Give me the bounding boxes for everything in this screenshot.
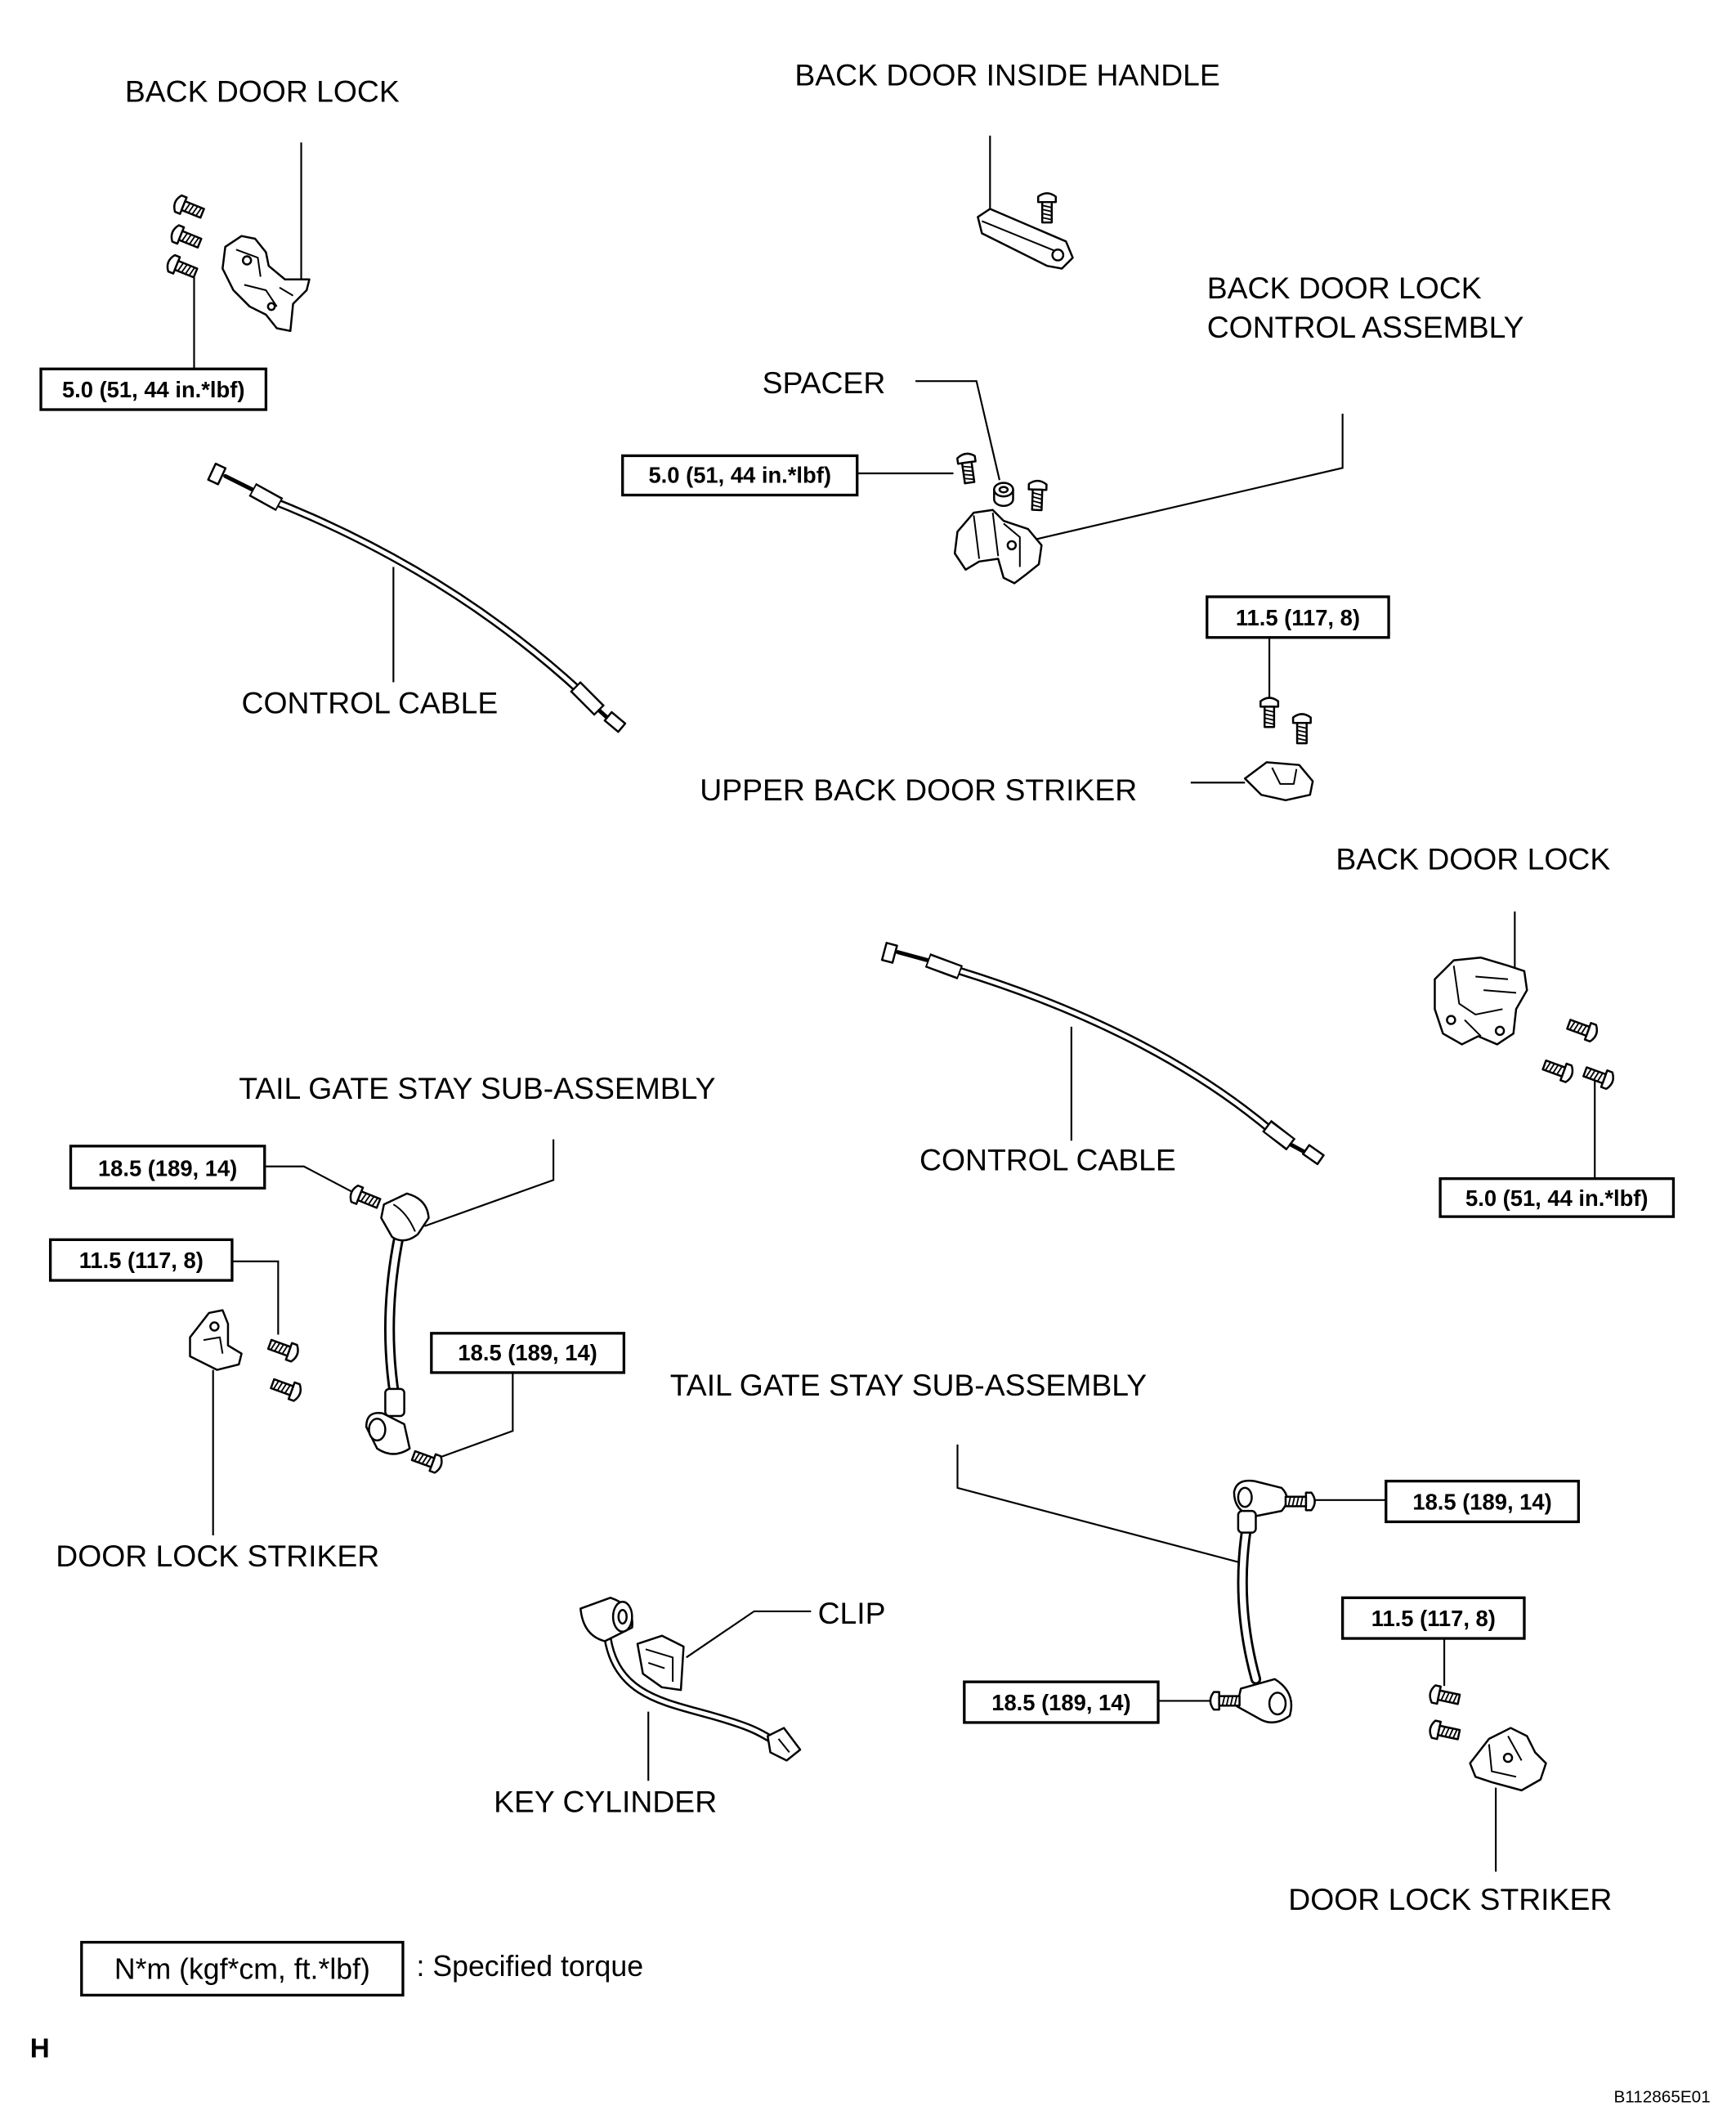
bolt: [1564, 1015, 1600, 1044]
torque-value: 18.5 (189, 14): [98, 1155, 237, 1181]
bolt: [1291, 713, 1312, 745]
bolt: [1581, 1062, 1617, 1091]
leader-line: [956, 1444, 1246, 1565]
torque-box-door-lock-striker-right: 11.5 (117, 8): [1340, 1596, 1526, 1640]
section-letter: H: [30, 2034, 50, 2064]
tail-gate-stay-left-part: [347, 1183, 445, 1476]
bolt: [266, 1335, 302, 1364]
label-spacer: SPACER: [763, 365, 886, 400]
torque-value: 11.5 (117, 8): [1236, 605, 1360, 630]
bolt: [1036, 192, 1058, 224]
label-door-lock-striker-right: DOOR LOCK STRIKER: [1288, 1882, 1612, 1916]
torque-value: 18.5 (189, 14): [1412, 1489, 1551, 1514]
torque-box-tail-gate-stay-left-lower: 18.5 (189, 14): [430, 1332, 626, 1374]
door-lock-striker-left-part: [189, 1309, 304, 1404]
back-door-inside-handle-part: [977, 192, 1074, 270]
torque-box-back-door-lock-upper: 5.0 (51, 44 in.*lbf): [39, 367, 268, 411]
leader-line: [915, 380, 1000, 481]
torque-value: 18.5 (189, 14): [458, 1340, 597, 1365]
bolt: [168, 222, 204, 253]
torque-value: 11.5 (117, 8): [1371, 1606, 1496, 1631]
label-door-lock-striker-left: DOOR LOCK STRIKER: [56, 1539, 379, 1573]
torque-box-tail-gate-stay-left-upper: 18.5 (189, 14): [69, 1145, 266, 1190]
torque-box-door-lock-striker-left: 11.5 (117, 8): [48, 1238, 234, 1282]
door-lock-striker-right-part: [1427, 1683, 1547, 1792]
bolt: [1540, 1055, 1577, 1085]
bolt: [1284, 1491, 1316, 1512]
label-control-cable-upper: CONTROL CABLE: [242, 686, 499, 720]
control-cable-lower-part: [880, 942, 1325, 1166]
torque-box-back-door-lock-lower: 5.0 (51, 44 in.*lbf): [1438, 1177, 1676, 1218]
leader-line: [1033, 413, 1344, 541]
bolt: [1209, 1691, 1241, 1711]
legend-description: : Specified torque: [417, 1950, 644, 1983]
torque-box-tail-gate-stay-right-upper: 18.5 (189, 14): [1385, 1479, 1580, 1524]
clip-part: [636, 1634, 685, 1692]
bolt: [163, 253, 200, 283]
torque-legend: N*m (kgf*cm, ft.*lbf) : Specified torque: [80, 1941, 644, 1997]
label-back-door-lock-upper: BACK DOOR LOCK: [125, 74, 400, 108]
torque-value: 5.0 (51, 44 in.*lbf): [1465, 1185, 1649, 1211]
bolt: [1027, 479, 1048, 512]
bolt: [1427, 1718, 1462, 1745]
torque-value: 11.5 (117, 8): [79, 1248, 204, 1273]
label-lock-control-assembly-line1: BACK DOOR LOCK: [1207, 271, 1482, 305]
bolt: [1427, 1683, 1462, 1710]
upper-back-door-striker-part: [1243, 697, 1314, 802]
label-upper-back-door-striker: UPPER BACK DOOR STRIKER: [700, 773, 1137, 807]
leader-lines: [193, 135, 1596, 1872]
torque-box-upper-striker: 11.5 (117, 8): [1206, 595, 1390, 639]
legend-unit-box-text: N*m (kgf*cm, ft.*lbf): [114, 1952, 370, 1985]
bolt: [347, 1183, 383, 1213]
torque-value: 18.5 (189, 14): [991, 1690, 1130, 1715]
leader-line: [231, 1260, 280, 1335]
label-control-cable-lower: CONTROL CABLE: [919, 1143, 1176, 1177]
bolt: [268, 1374, 304, 1404]
key-cylinder-part: [579, 1597, 802, 1762]
torque-box-tail-gate-stay-right-lower: 18.5 (189, 14): [963, 1680, 1160, 1724]
label-key-cylinder: KEY CYLINDER: [494, 1784, 717, 1818]
bolt: [171, 193, 207, 223]
label-back-door-inside-handle: BACK DOOR INSIDE HANDLE: [794, 58, 1219, 92]
leader-line: [264, 1165, 356, 1194]
bolt: [955, 451, 980, 486]
leader-line: [686, 1610, 812, 1659]
label-back-door-lock-lower: BACK DOOR LOCK: [1336, 841, 1610, 876]
back-door-lock-control-assembly-part: [953, 451, 1048, 585]
torque-value: 5.0 (51, 44 in.*lbf): [62, 377, 245, 402]
spacer-part: [993, 482, 1014, 507]
control-cable-upper-part: [207, 462, 627, 733]
label-clip: CLIP: [818, 1596, 886, 1630]
back-door-lock-upper-part: [163, 193, 311, 333]
label-tail-gate-stay-left: TAIL GATE STAY SUB-ASSEMBLY: [239, 1071, 715, 1105]
tail-gate-stay-right-part: [1209, 1479, 1316, 1724]
leader-line: [433, 1372, 514, 1461]
bolt: [409, 1446, 445, 1476]
leader-line: [424, 1139, 555, 1227]
torque-value: 5.0 (51, 44 in.*lbf): [648, 463, 831, 488]
bolt: [1259, 697, 1280, 728]
label-tail-gate-stay-right: TAIL GATE STAY SUB-ASSEMBLY: [670, 1368, 1147, 1402]
label-lock-control-assembly-line2: CONTROL ASSEMBLY: [1207, 310, 1524, 344]
figure-code: B112865E01: [1613, 2087, 1710, 2106]
torque-box-lock-control-assembly: 5.0 (51, 44 in.*lbf): [621, 454, 859, 497]
back-door-lock-lower-part: [1434, 957, 1617, 1091]
